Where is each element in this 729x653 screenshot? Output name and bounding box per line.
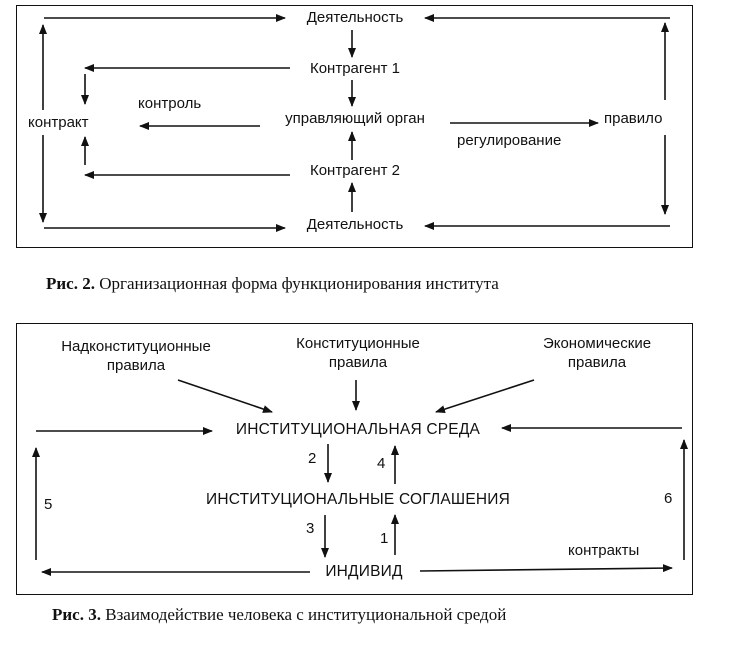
institutional-agreements-label: ИНСТИТУЦИОНАЛЬНЫЕ СОГЛАШЕНИЯ xyxy=(206,491,510,508)
counterparty1-label: Контрагент 1 xyxy=(309,60,401,77)
supra-constitutional-line1: Надконституционные xyxy=(61,338,211,355)
rule-label: правило xyxy=(604,110,663,127)
figure3-caption-text: Взаимодействие человека с институциональ… xyxy=(105,605,507,624)
arrow-econ-to-env xyxy=(435,379,535,414)
institutional-environment-label: ИНСТИТУЦИОНАЛЬНАЯ СРЕДА xyxy=(235,421,481,438)
arrow-individual-right xyxy=(419,564,673,573)
counterparty2-label: Контрагент 2 xyxy=(309,162,401,179)
constitutional-line1: Конституционные xyxy=(296,335,420,352)
figure3-caption: Рис. 3. Взаимодействие человека с инстит… xyxy=(52,605,506,625)
governing-body-label: управляющий орган xyxy=(285,110,425,127)
economic-line1: Экономические xyxy=(542,335,652,352)
supra-constitutional-line2: правила xyxy=(106,357,166,374)
arrow-supra-to-env xyxy=(177,379,273,413)
control-label: контроль xyxy=(138,95,202,112)
figure3-caption-label: Рис. 3. xyxy=(52,605,101,624)
step-4-number: 4 xyxy=(377,455,386,472)
step-6-number: 6 xyxy=(664,490,673,507)
economic-line2: правила xyxy=(567,354,627,371)
regulation-label: регулирование xyxy=(457,132,562,149)
step-1-number: 1 xyxy=(380,530,389,547)
contracts-label: контракты xyxy=(568,542,640,559)
contract-label: контракт xyxy=(28,114,89,131)
bottom-activity-label: Деятельность xyxy=(306,216,404,233)
step-5-number: 5 xyxy=(44,496,53,513)
step-2-number: 2 xyxy=(308,450,317,467)
figure2-caption-label: Рис. 2. xyxy=(46,274,95,293)
step-3-number: 3 xyxy=(306,520,315,537)
figure3-frame xyxy=(16,323,693,595)
constitutional-line2: правила xyxy=(328,354,388,371)
figure2-frame xyxy=(16,5,693,248)
figure2-caption: Рис. 2. Организационная форма функционир… xyxy=(46,274,499,294)
figure2-caption-text: Организационная форма функционирования и… xyxy=(99,274,499,293)
top-activity-label: Деятельность xyxy=(306,9,404,26)
individual-label: ИНДИВИД xyxy=(325,563,403,580)
